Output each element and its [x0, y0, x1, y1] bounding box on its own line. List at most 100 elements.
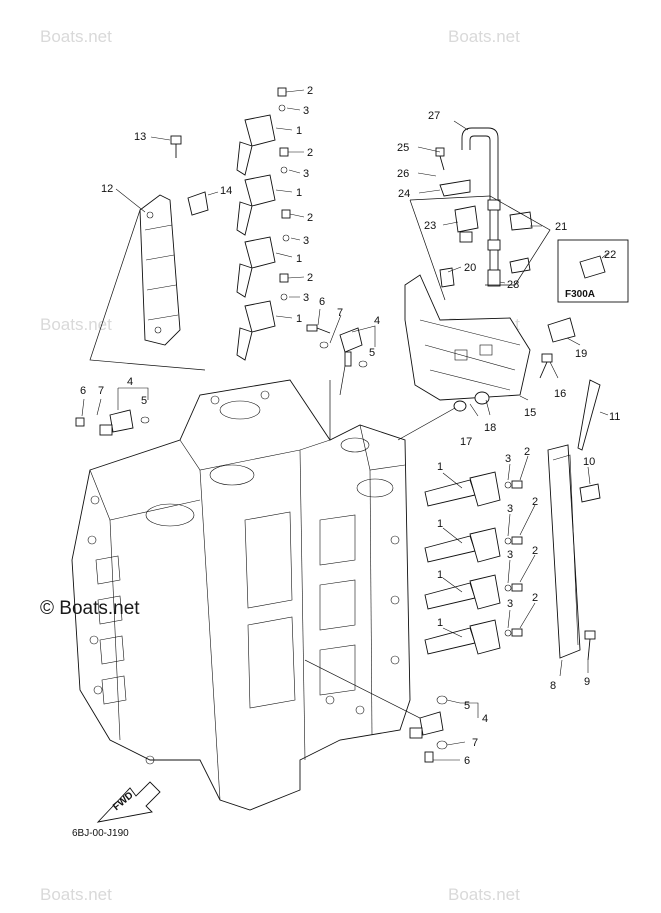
callout-2d: 2	[307, 272, 313, 284]
callout-6c: 6	[464, 755, 470, 767]
callout-2e: 2	[524, 446, 530, 458]
grommet-18	[474, 391, 490, 405]
callout-13: 13	[134, 131, 146, 143]
callout-27: 27	[428, 110, 440, 122]
ignition-coil-top-4	[236, 273, 289, 361]
ignition-coil-lower-2	[424, 527, 523, 563]
callout-2h: 2	[532, 592, 538, 604]
callout-5b: 5	[141, 395, 147, 407]
fuel-hose-27	[453, 120, 501, 287]
callout-10: 10	[583, 456, 595, 468]
callout-3f: 3	[507, 503, 513, 515]
ignition-coil-column-lower	[424, 455, 536, 655]
callout-6b: 6	[80, 385, 86, 397]
inset-label: F300A	[565, 289, 595, 300]
callout-5a: 5	[369, 347, 375, 359]
watermark-top-right: Boats.net	[448, 27, 520, 46]
bracket-24	[439, 179, 471, 197]
callout-4a: 4	[374, 315, 380, 327]
clip-14	[187, 191, 209, 216]
sensor-left	[75, 387, 150, 436]
callout-1e: 1	[437, 461, 443, 473]
callout-2f: 2	[532, 496, 538, 508]
callout-19: 19	[575, 348, 587, 360]
callout-25: 25	[397, 142, 409, 154]
callout-6a: 6	[319, 296, 325, 308]
callout-20: 20	[464, 262, 476, 274]
ignition-coil-lower-4	[424, 619, 523, 655]
bolt-9	[584, 630, 596, 661]
copyright-watermark: © Boats.net	[40, 598, 140, 619]
callout-1d: 1	[296, 313, 302, 325]
callout-3a: 3	[303, 105, 309, 117]
callout-9: 9	[584, 676, 590, 688]
sensor-upper	[306, 308, 376, 440]
callout-21: 21	[555, 221, 567, 233]
callout-labels: 13 12 14 2 3 1 2 3 1 2 3 1 2 3 1 6 7 4 5…	[80, 85, 620, 767]
sensor-lower	[304, 659, 479, 763]
callout-8: 8	[550, 680, 556, 692]
callout-1f: 1	[437, 518, 443, 530]
callout-2b: 2	[307, 147, 313, 159]
callout-3d: 3	[303, 292, 309, 304]
callout-28: 28	[507, 279, 519, 291]
bracket-12	[139, 194, 181, 346]
callout-4b: 4	[127, 376, 133, 388]
ignition-coil-lower-3	[424, 574, 523, 610]
collar-17	[453, 400, 467, 412]
callout-3e: 3	[505, 453, 511, 465]
callout-2g: 2	[532, 545, 538, 557]
callout-24: 24	[398, 188, 410, 200]
callout-1h: 1	[437, 617, 443, 629]
inset-box-f300a: F300A	[557, 239, 629, 303]
clip-10	[579, 483, 601, 503]
watermark-top-left: Boats.net	[40, 27, 112, 46]
callout-4c: 4	[482, 713, 488, 725]
callout-1c: 1	[296, 253, 302, 265]
ignition-coil-top-1	[236, 87, 287, 176]
callout-7c: 7	[472, 737, 478, 749]
ignition-coil-top-2	[236, 147, 289, 236]
connector-20	[439, 267, 455, 288]
callout-2c: 2	[307, 212, 313, 224]
callout-23: 23	[424, 220, 436, 232]
callout-1a: 1	[296, 125, 302, 137]
callout-15: 15	[524, 407, 536, 419]
clip-21	[509, 211, 533, 231]
watermark-bottom-right: Boats.net	[448, 885, 520, 904]
callout-2a: 2	[307, 85, 313, 97]
ignition-coil-column-top	[236, 87, 305, 361]
ecu-bracket-15	[404, 274, 531, 401]
callout-14: 14	[220, 185, 232, 197]
connector-19	[547, 317, 576, 343]
watermark-mid-left: Boats.net	[40, 315, 112, 334]
callout-3b: 3	[303, 168, 309, 180]
callout-3g: 3	[507, 549, 513, 561]
callout-7b: 7	[98, 385, 104, 397]
callout-11: 11	[609, 411, 620, 423]
callout-17: 17	[460, 436, 472, 448]
strap-11	[577, 379, 601, 451]
callout-1g: 1	[437, 569, 443, 581]
pressure-sensor-23	[454, 205, 479, 243]
callout-16: 16	[554, 388, 566, 400]
callout-26: 26	[397, 168, 409, 180]
ignition-coil-lower-1	[424, 471, 523, 507]
watermark-bottom-left: Boats.net	[40, 885, 112, 904]
callout-1b: 1	[296, 187, 302, 199]
ignition-coil-top-3	[236, 209, 291, 298]
bolt-13	[170, 135, 182, 158]
diagram-code: 6BJ-00-J190	[72, 828, 129, 839]
cylinder-block	[71, 379, 411, 811]
callout-7a: 7	[337, 307, 343, 319]
callout-22: 22	[604, 249, 616, 261]
callout-5c: 5	[464, 700, 470, 712]
callout-12: 12	[101, 183, 113, 195]
bolt-16	[539, 353, 553, 379]
callout-3h: 3	[507, 598, 513, 610]
coil-cover-8	[547, 444, 581, 659]
callout-3c: 3	[303, 235, 309, 247]
fwd-arrow: FWD	[96, 781, 161, 823]
callout-18: 18	[484, 422, 496, 434]
